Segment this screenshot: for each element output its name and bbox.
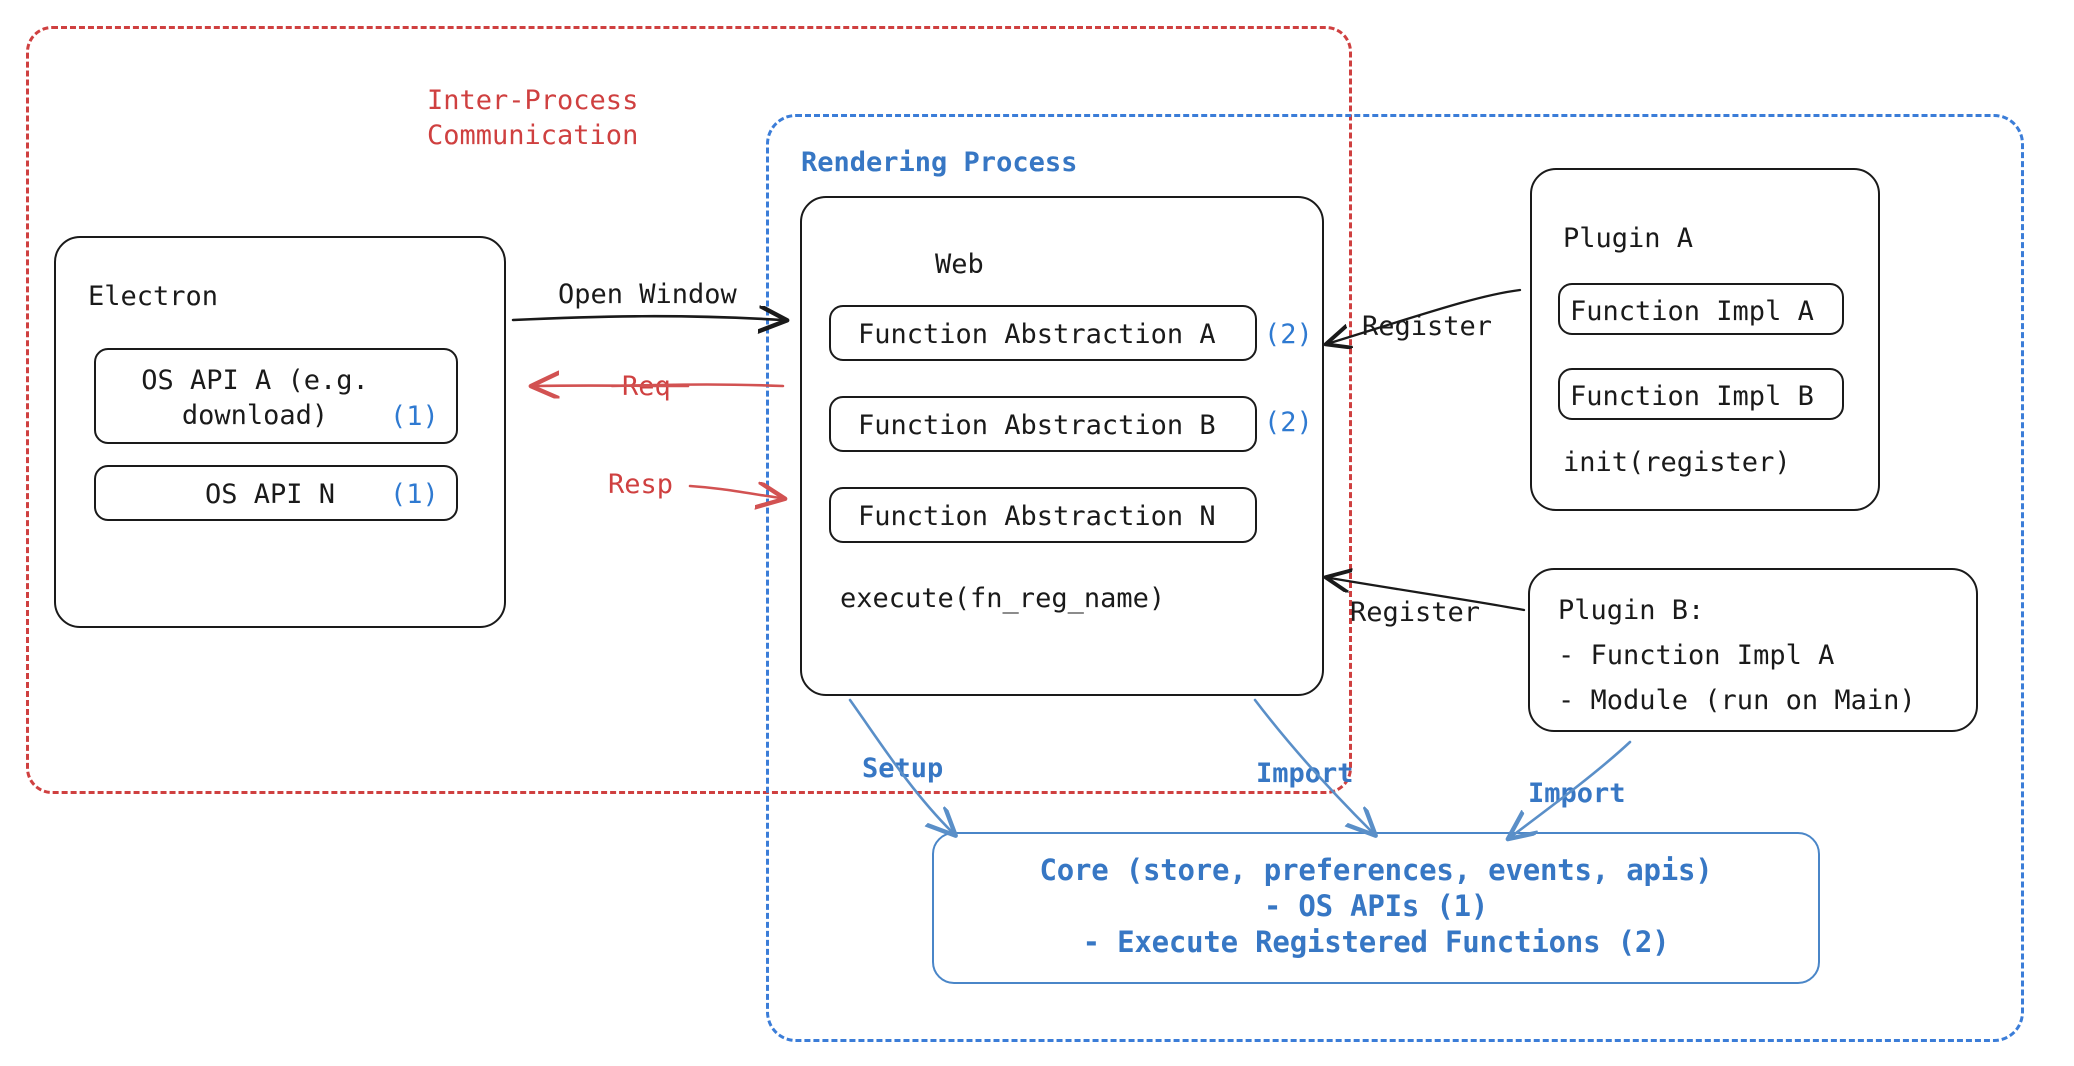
plugin-a-impl-b-label: Function Impl B xyxy=(1570,381,1814,412)
label-inter-process-communication: Inter-Process Communication xyxy=(427,85,639,151)
arrow-label-resp: Resp xyxy=(608,469,674,500)
os-api-n-box[interactable] xyxy=(94,465,458,521)
function-abstraction-b-tag: (2) xyxy=(1264,407,1313,438)
os-api-a-box[interactable] xyxy=(94,348,458,444)
core-line-2: - Execute Registered Functions (2) xyxy=(1082,925,1670,959)
plugin-a-impl-b-box[interactable] xyxy=(1558,368,1844,420)
label-rendering-process: Rendering Process xyxy=(801,147,1078,178)
electron-title: Electron xyxy=(88,281,219,312)
plugin-a-title: Plugin A xyxy=(1563,223,1694,254)
function-abstraction-a-label: Function Abstraction A xyxy=(858,319,1216,350)
function-abstraction-a-box[interactable] xyxy=(829,305,1257,361)
plugin-a-impl-a-box[interactable] xyxy=(1558,283,1844,335)
container-rendering-process xyxy=(766,114,2024,1042)
function-abstraction-n-label: Function Abstraction N xyxy=(858,501,1216,532)
function-abstraction-n-box[interactable] xyxy=(829,487,1257,543)
function-abstraction-b-label: Function Abstraction B xyxy=(858,410,1216,441)
arrow-label-import-web: Import xyxy=(1256,758,1354,789)
arrow-label-register-plugin-b: Register xyxy=(1350,597,1481,628)
container-inter-process-communication xyxy=(26,26,1352,794)
plugin-b-line-0: Plugin B: xyxy=(1558,595,1705,626)
plugin-b-box xyxy=(1528,568,1978,732)
core-line-1: - OS APIs (1) xyxy=(1263,889,1489,923)
plugin-a-impl-a-label: Function Impl A xyxy=(1570,296,1814,327)
arrow-label-import-plugin: Import xyxy=(1528,778,1626,809)
os-api-n-label: OS API N xyxy=(205,479,336,510)
os-api-n-tag: (1) xyxy=(390,479,439,510)
plugin-a-init-label: init(register) xyxy=(1563,447,1791,478)
core-box xyxy=(932,832,1820,984)
core-line-0: Core (store, preferences, events, apis) xyxy=(1039,853,1713,887)
arrow-label-register-plugin-a: Register xyxy=(1362,311,1493,342)
function-abstraction-a-tag: (2) xyxy=(1264,319,1313,350)
arrow-label-req: Req xyxy=(622,371,671,402)
arrow-label-setup: Setup xyxy=(862,753,944,784)
plugin-a-box xyxy=(1530,168,1880,511)
function-abstraction-b-box[interactable] xyxy=(829,396,1257,452)
plugin-b-line-2: - Module (run on Main) xyxy=(1558,685,1916,716)
web-execute-label: execute(fn_reg_name) xyxy=(840,583,1166,614)
web-title: Web xyxy=(935,249,984,280)
arrow-label-open-window: Open Window xyxy=(558,279,737,310)
os-api-a-label: OS API A (e.g. download) xyxy=(141,365,369,431)
plugin-b-line-1: - Function Impl A xyxy=(1558,640,1835,671)
os-api-a-tag: (1) xyxy=(390,401,439,432)
